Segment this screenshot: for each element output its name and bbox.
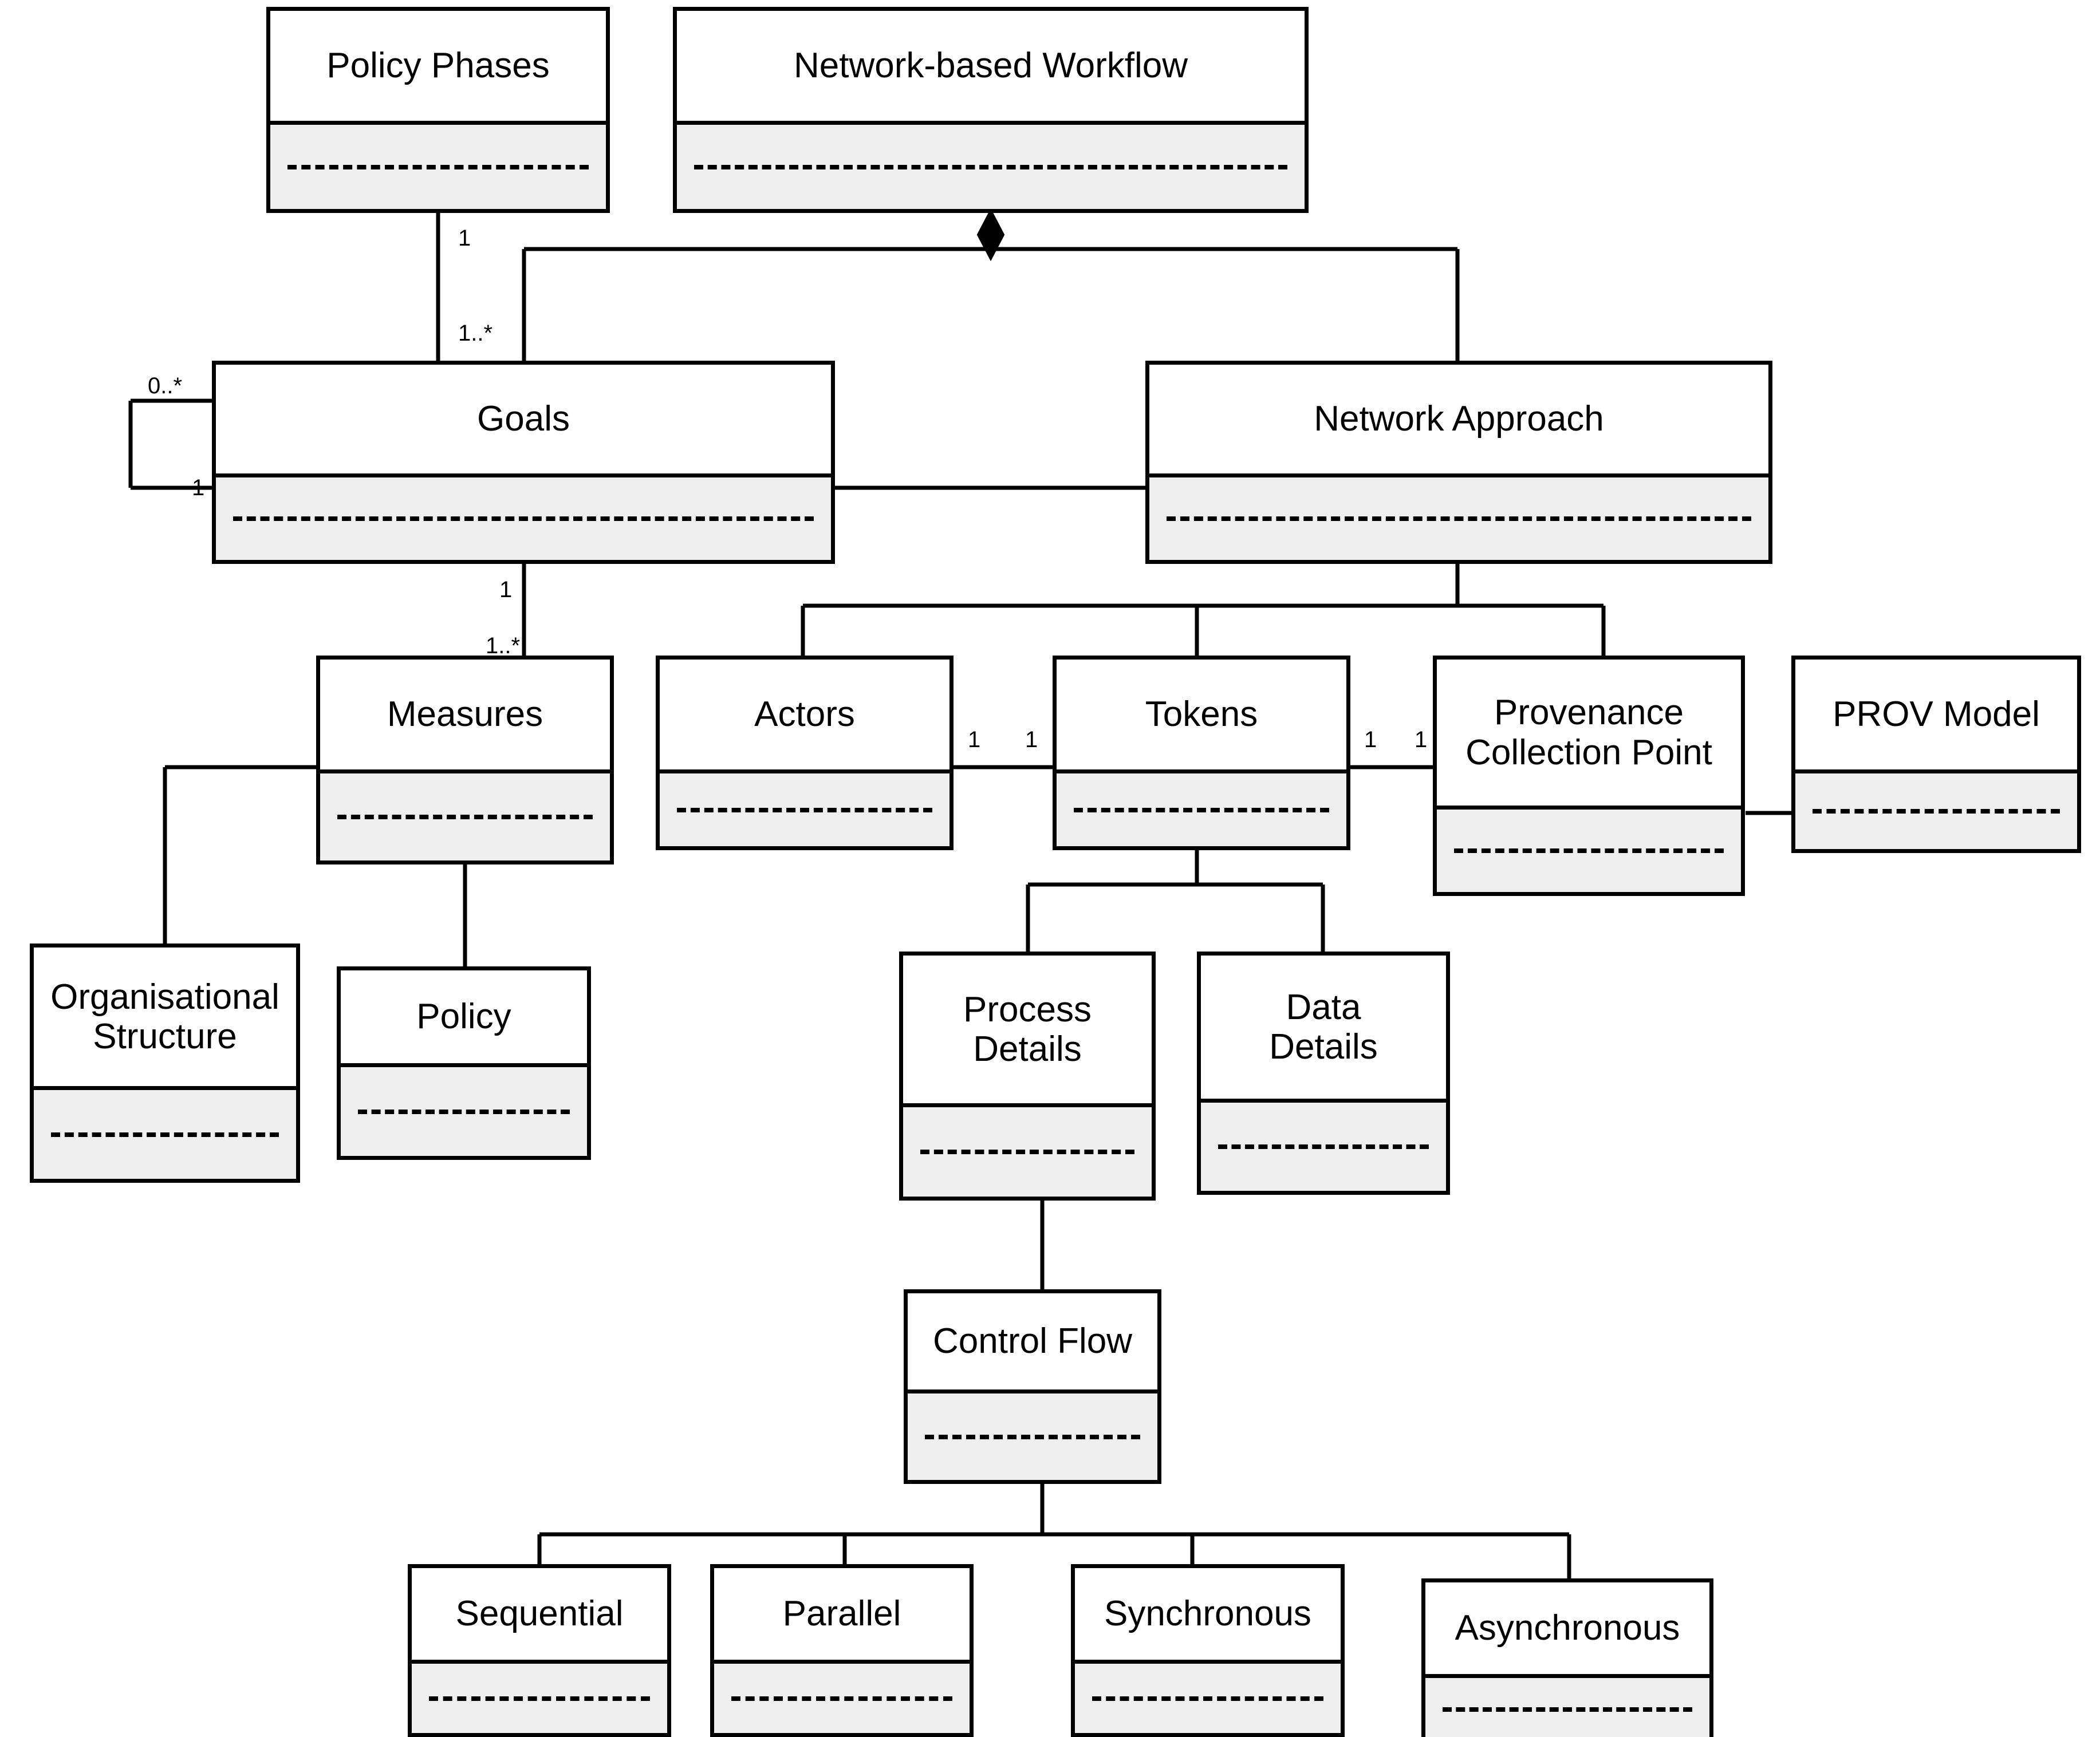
class-attributes-policy: [341, 1063, 587, 1156]
class-box-network-based-workflow[interactable]: Network-based Workflow: [673, 7, 1309, 213]
class-attributes-tokens: [1057, 769, 1346, 846]
class-box-actors[interactable]: Actors: [656, 656, 954, 850]
class-name-tokens: Tokens: [1057, 660, 1346, 769]
class-box-process-details[interactable]: Process Details: [899, 952, 1156, 1201]
class-name-prov-model: PROV Model: [1795, 660, 2077, 769]
class-attributes-measures: [320, 769, 610, 860]
class-name-asynchronous: Asynchronous: [1425, 1582, 1709, 1674]
class-attributes-asynchronous: [1425, 1674, 1709, 1737]
class-box-policy-phases[interactable]: Policy Phases: [266, 7, 610, 213]
class-name-policy-phases: Policy Phases: [270, 11, 606, 121]
class-name-actors: Actors: [660, 660, 949, 769]
class-box-synchronous[interactable]: Synchronous: [1071, 1564, 1345, 1737]
class-attributes-policy-phases: [270, 121, 606, 209]
class-box-network-approach[interactable]: Network Approach: [1145, 361, 1772, 564]
multiplicity-goals-measures-target: 1..*: [486, 633, 521, 658]
class-name-process-details: Process Details: [903, 956, 1152, 1103]
class-attributes-prov-model: [1795, 769, 2077, 849]
class-box-asynchronous[interactable]: Asynchronous: [1421, 1578, 1713, 1737]
class-box-parallel[interactable]: Parallel: [710, 1564, 974, 1737]
class-box-provenance-collection-point[interactable]: Provenance Collection Point: [1433, 656, 1745, 896]
class-attributes-sequential: [412, 1660, 667, 1733]
composition-diamond-icon: [976, 208, 1005, 262]
class-name-policy: Policy: [341, 970, 587, 1063]
class-name-provenance-collection-point: Provenance Collection Point: [1437, 660, 1741, 806]
class-box-prov-model[interactable]: PROV Model: [1791, 656, 2081, 853]
multiplicity-goals-self-target: 1: [192, 475, 205, 500]
class-attributes-process-details: [903, 1103, 1152, 1197]
multiplicity-policyphases-goals-target: 1..*: [458, 321, 493, 346]
class-attributes-goals: [216, 473, 831, 560]
class-attributes-network-based-workflow: [677, 121, 1305, 209]
class-attributes-actors: [660, 769, 949, 846]
class-box-goals[interactable]: Goals: [212, 361, 835, 564]
class-name-organisational-structure: Organisational Structure: [34, 948, 296, 1086]
class-attributes-synchronous: [1075, 1660, 1341, 1733]
multiplicity-actors-tokens-source: 1: [968, 727, 981, 752]
class-name-network-based-workflow: Network-based Workflow: [677, 11, 1305, 121]
class-box-policy[interactable]: Policy: [337, 966, 591, 1160]
multiplicity-goals-measures-source: 1: [499, 577, 513, 602]
class-attributes-network-approach: [1149, 473, 1768, 560]
multiplicity-tokens-provpoint-source: 1: [1364, 727, 1377, 752]
class-name-parallel: Parallel: [714, 1568, 970, 1660]
class-name-network-approach: Network Approach: [1149, 365, 1768, 473]
class-attributes-control-flow: [908, 1389, 1157, 1480]
class-attributes-provenance-collection-point: [1437, 806, 1741, 892]
class-box-organisational-structure[interactable]: Organisational Structure: [30, 943, 300, 1183]
class-attributes-parallel: [714, 1660, 970, 1733]
multiplicity-goals-self-source: 0..*: [148, 373, 183, 398]
multiplicity-policyphases-goals-source: 1: [458, 226, 471, 251]
class-name-goals: Goals: [216, 365, 831, 473]
class-name-sequential: Sequential: [412, 1568, 667, 1660]
multiplicity-actors-tokens-target: 1: [1025, 727, 1038, 752]
class-attributes-organisational-structure: [34, 1086, 296, 1179]
class-box-control-flow[interactable]: Control Flow: [904, 1289, 1161, 1484]
class-name-synchronous: Synchronous: [1075, 1568, 1341, 1660]
class-box-measures[interactable]: Measures: [316, 656, 614, 864]
class-name-control-flow: Control Flow: [908, 1293, 1157, 1389]
multiplicity-tokens-provpoint-target: 1: [1415, 727, 1428, 752]
class-name-measures: Measures: [320, 660, 610, 769]
class-box-sequential[interactable]: Sequential: [408, 1564, 671, 1737]
class-attributes-data-details: [1201, 1099, 1446, 1191]
class-name-data-details: Data Details: [1201, 956, 1446, 1099]
class-box-tokens[interactable]: Tokens: [1053, 656, 1350, 850]
class-box-data-details[interactable]: Data Details: [1197, 952, 1450, 1195]
